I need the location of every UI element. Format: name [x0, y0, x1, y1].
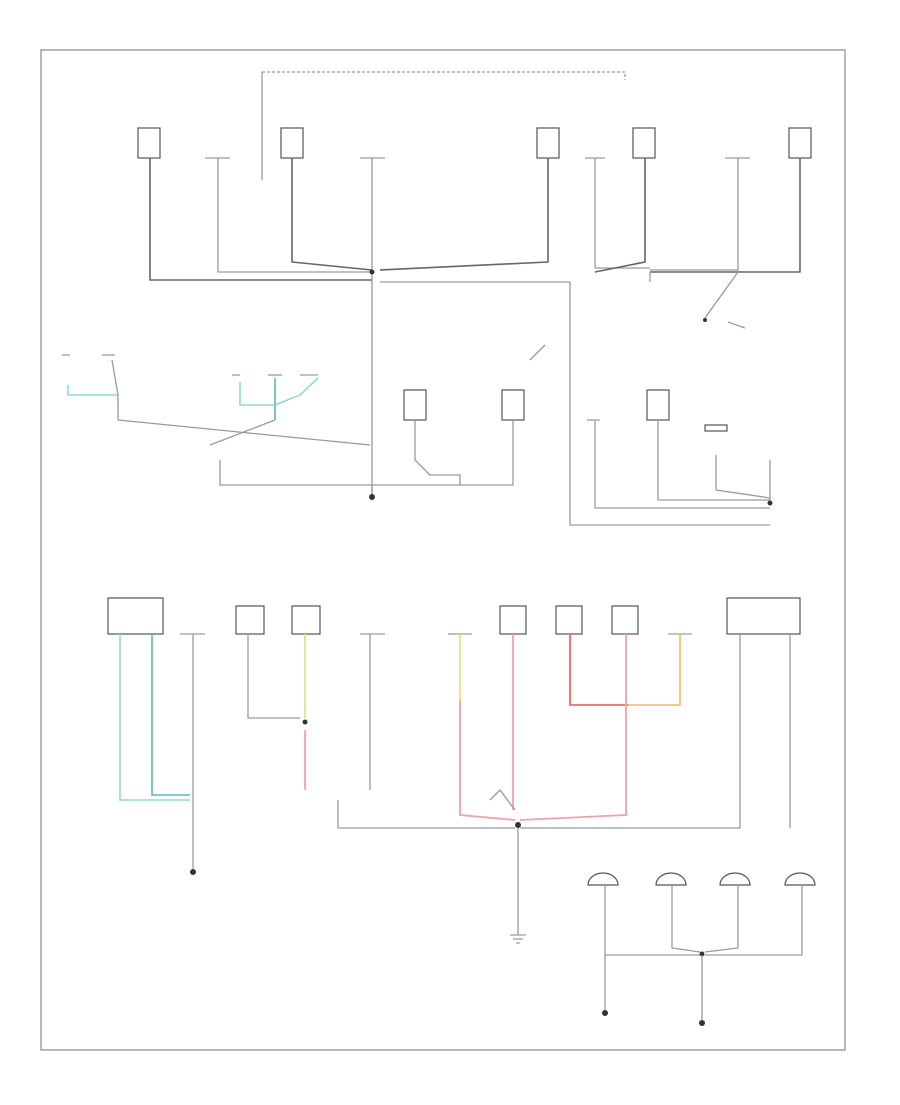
- middle-right-circuit: [587, 389, 773, 509]
- wire-top-8: [650, 158, 739, 271]
- module-bot-8: [555, 605, 583, 635]
- wire-ml-5: [274, 377, 319, 406]
- wire-to-right-section: [380, 281, 770, 526]
- lamp-4: [784, 872, 816, 886]
- wire-bot-10: [628, 634, 681, 706]
- wire-lamp-3: [704, 885, 739, 953]
- splice-mr: [767, 500, 773, 506]
- module-bot-3: [235, 605, 265, 635]
- wire-lamp-4: [705, 885, 803, 956]
- ground-bot-left: [190, 869, 196, 875]
- wire-bot-11: [520, 634, 741, 829]
- wire-ml-2: [111, 359, 371, 446]
- wire-bot-8: [569, 634, 628, 706]
- lamp-3: [719, 872, 751, 886]
- ground-symbol-bottom: [510, 934, 526, 944]
- module-top-7: [632, 127, 656, 159]
- wire-bot-1b: [151, 634, 190, 796]
- splice-lamps: [699, 951, 705, 957]
- wire-lamp-2: [671, 885, 701, 953]
- module-top-1: [137, 127, 161, 159]
- module-mid-2: [501, 389, 525, 421]
- sensor-mr: [704, 424, 728, 432]
- wire-splice-arc: [489, 789, 516, 811]
- ground-lamp-left: [602, 1010, 608, 1016]
- module-mid-1: [403, 389, 427, 421]
- module-top-3: [280, 127, 304, 159]
- wire-top-9: [650, 158, 801, 273]
- wire-ml-1: [67, 385, 118, 396]
- wire-mr-3: [715, 455, 771, 499]
- wire-bot-1a: [119, 634, 190, 801]
- wire-top-6: [594, 158, 650, 269]
- diagram-frame: [40, 49, 846, 1051]
- ground-lamp-right: [699, 1020, 705, 1026]
- wire-top-5: [379, 158, 549, 271]
- wire-mid-2: [460, 420, 514, 486]
- wire-lamp-1: [604, 885, 700, 956]
- top-ground-circuit: [137, 71, 812, 526]
- bottom-ground-circuit: [107, 597, 816, 1026]
- main-splice-top: [369, 269, 375, 275]
- switch-arm: [727, 321, 746, 329]
- module-top-5: [536, 127, 560, 159]
- wire-switch: [704, 271, 739, 319]
- main-splice-bottom: [515, 822, 521, 828]
- middle-left-circuit: [62, 344, 546, 500]
- wire-top-3: [291, 158, 373, 271]
- lamp-2: [655, 872, 687, 886]
- wire-bot-3: [247, 634, 300, 719]
- switch-contact: [703, 318, 707, 322]
- module-bot-11: [726, 597, 801, 635]
- wire-ml-3: [239, 382, 275, 406]
- module-bot-7: [499, 605, 527, 635]
- wire-top-7: [594, 158, 646, 273]
- module-bot-9: [611, 605, 639, 635]
- module-bot-1: [107, 597, 164, 635]
- wire-ml-join: [209, 419, 276, 446]
- wire-ml-to-trunk: [219, 460, 372, 486]
- wire-bot-6b: [459, 700, 516, 821]
- wire-mid-diag: [529, 344, 546, 361]
- wire-top-2: [217, 158, 372, 273]
- wire-bot-bus-left: [337, 800, 515, 829]
- module-bot-4: [291, 605, 321, 635]
- wire-mr-2: [657, 420, 770, 501]
- lamp-1: [587, 872, 619, 886]
- module-top-9: [788, 127, 812, 159]
- splice-bot-4: [302, 719, 308, 725]
- wire-mr-1: [594, 420, 770, 509]
- wire-top-1: [149, 158, 372, 281]
- ground-mid: [369, 494, 375, 500]
- module-mr-1: [646, 389, 670, 421]
- top-bracket: [262, 71, 626, 80]
- wire-bot-9: [519, 634, 627, 821]
- wire-mid-1: [372, 420, 461, 486]
